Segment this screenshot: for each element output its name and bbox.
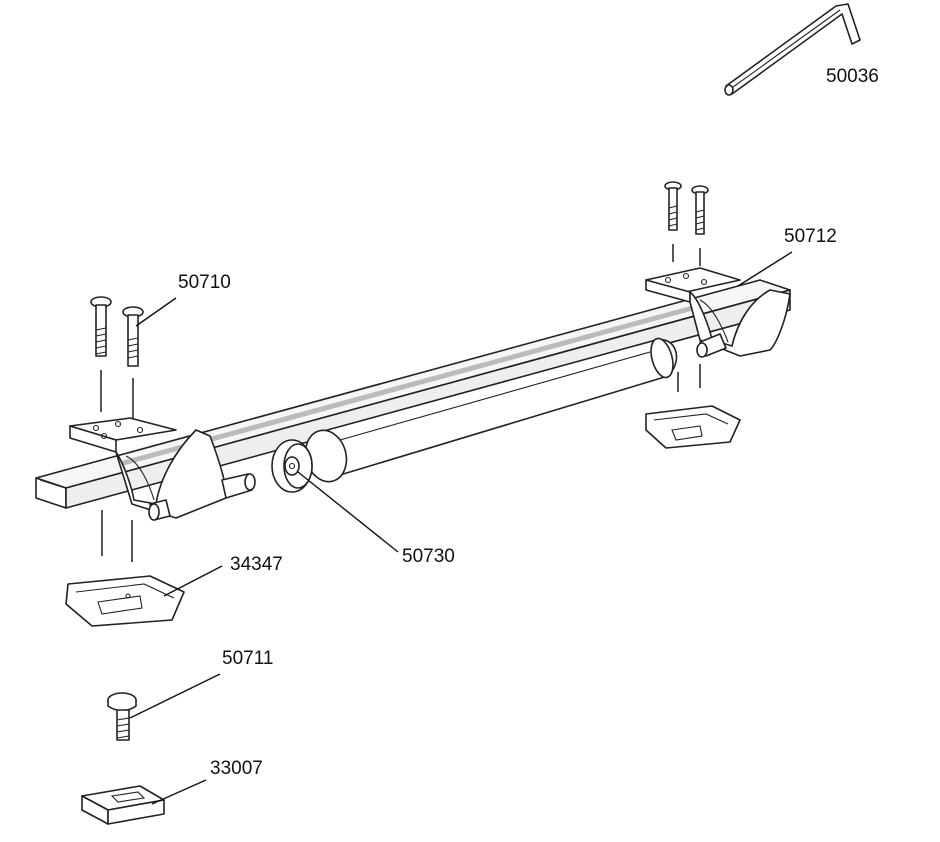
screw: [107, 692, 137, 741]
label-allen-key: 50036: [826, 66, 879, 87]
leader-t-nut: [151, 779, 207, 805]
right-bracket: [645, 267, 791, 392]
leader-pad: [163, 565, 223, 597]
label-t-nut: 33007: [210, 758, 263, 779]
leader-screw: [129, 673, 221, 719]
left-screw-pair: [90, 296, 144, 420]
label-right-bracket: 50712: [784, 226, 837, 247]
leader-roller-end-cap: [297, 471, 399, 553]
label-roller-end-cap: 50730: [402, 546, 455, 567]
label-screw: 50711: [222, 648, 273, 669]
left-bracket: [69, 417, 256, 562]
t-nut: [81, 785, 165, 825]
right-screw-pair: [664, 181, 709, 266]
roof-bar: [35, 279, 791, 509]
right-pad: [645, 405, 741, 449]
label-left-bracket: 50710: [178, 272, 231, 293]
left-pad: [65, 575, 185, 627]
leader-left-bracket: [135, 297, 177, 327]
roller-end-cap: [271, 439, 313, 493]
leader-right-bracket: [737, 251, 793, 287]
label-pad: 34347: [230, 554, 283, 575]
allen-key: [724, 3, 861, 96]
